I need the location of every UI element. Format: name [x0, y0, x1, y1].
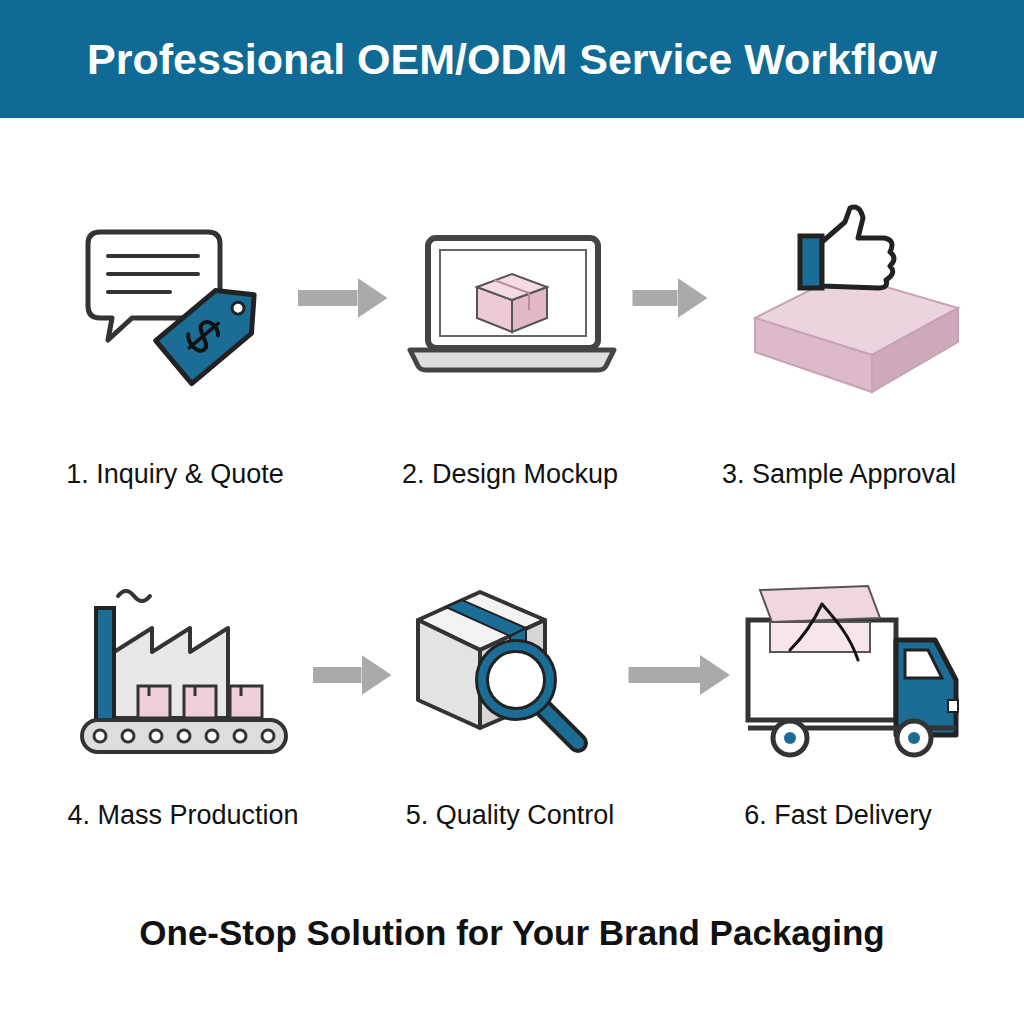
factory-icon-part-part: [94, 730, 106, 742]
step-label: 3. Sample Approval: [722, 458, 956, 490]
truck-icon-part: [770, 622, 870, 652]
workflow-step: 6. Fast Delivery: [738, 575, 938, 831]
sample-box-icon: [755, 207, 958, 392]
inspection-icon-part: [482, 646, 550, 714]
step-label: 6. Fast Delivery: [744, 799, 932, 831]
inspection-icon-part: [482, 646, 550, 714]
inspection-icon-part: [542, 707, 578, 743]
inquiry-icon-part-part-part: [189, 323, 218, 347]
page-caption: One-Stop Solution for Your Brand Packagi…: [0, 910, 1024, 956]
truck-icon-part: [773, 721, 807, 755]
laptop-icon-part: [440, 250, 586, 336]
laptop-icon-part: [428, 238, 598, 348]
factory-icon-part-part: [234, 730, 246, 742]
truck-icon-part: [908, 732, 920, 744]
truck-icon-part: [748, 620, 896, 720]
header-band: [0, 0, 1024, 118]
factory-icon-part-part: [122, 730, 134, 742]
inspection-icon: [418, 592, 578, 743]
factory-icon-part: [184, 686, 216, 718]
inquiry-icon-part: [108, 290, 170, 294]
step-label: 4. Mass Production: [67, 799, 298, 831]
page-title: Professional OEM/ODM Service Workflow: [0, 0, 1024, 118]
flow-arrow: [629, 667, 701, 683]
inquiry-icon-part: [108, 272, 198, 276]
inquiry-icon-part-part-part: [185, 318, 222, 354]
workflow-step: 3. Sample Approval: [716, 200, 963, 490]
truck-icon-part: [905, 650, 942, 678]
inspection-icon-part: [446, 600, 526, 636]
factory-icon-part: [96, 608, 114, 720]
flow-arrow: [298, 290, 358, 306]
workflow-step: 2. Design Mockup: [396, 200, 625, 490]
laptop-icon: [410, 238, 614, 370]
truck-icon-part: [784, 732, 796, 744]
inquiry-icon-part: [156, 273, 272, 383]
laptop-icon-part: [410, 350, 614, 370]
sample-box-icon-part: [800, 236, 822, 288]
factory-icon-part: [114, 628, 228, 718]
step-label: 2. Design Mockup: [402, 458, 618, 490]
workflow-step: 4. Mass Production: [61, 575, 305, 831]
flow-arrow: [313, 667, 362, 683]
factory-icon-part-part: [150, 730, 162, 742]
factory-icon-part: [230, 686, 262, 718]
factory-icon-part: [82, 720, 286, 752]
truck-icon-part: [790, 604, 858, 660]
workflow-step: 5. Quality Control: [400, 575, 621, 831]
truck-icon-part: [760, 586, 880, 622]
factory-icon-part: [149, 686, 241, 696]
inquiry-icon-part: [108, 254, 198, 258]
factory-icon-part-part: [178, 730, 190, 742]
step-label: 1. Inquiry & Quote: [66, 458, 284, 490]
workflow-step: 1. Inquiry & Quote: [60, 200, 290, 490]
truck-icon: [748, 586, 958, 755]
truck-icon-part: [897, 721, 931, 755]
factory-icon: [82, 591, 286, 752]
flow-arrow: [633, 290, 678, 306]
factory-icon-part: [138, 686, 170, 718]
sample-box-icon-part: [755, 318, 872, 392]
inspection-icon-part: [418, 620, 480, 728]
step-label: 5. Quality Control: [406, 799, 615, 831]
laptop-icon-part: [494, 280, 529, 310]
inquiry-icon-part-part: [230, 300, 247, 317]
factory-icon-part: [94, 730, 274, 742]
inspection-icon-part: [542, 707, 578, 743]
factory-icon-part-part: [206, 730, 218, 742]
factory-icon-part: [118, 591, 150, 601]
truck-icon-part: [948, 700, 958, 712]
inquiry-icon-part-part: [182, 315, 225, 356]
factory-icon-part-part: [262, 730, 274, 742]
inquiry-icon: [88, 232, 272, 384]
sample-box-icon-part: [872, 308, 958, 392]
sample-box-icon-part: [822, 207, 894, 288]
inquiry-icon-part-part: [156, 273, 272, 383]
